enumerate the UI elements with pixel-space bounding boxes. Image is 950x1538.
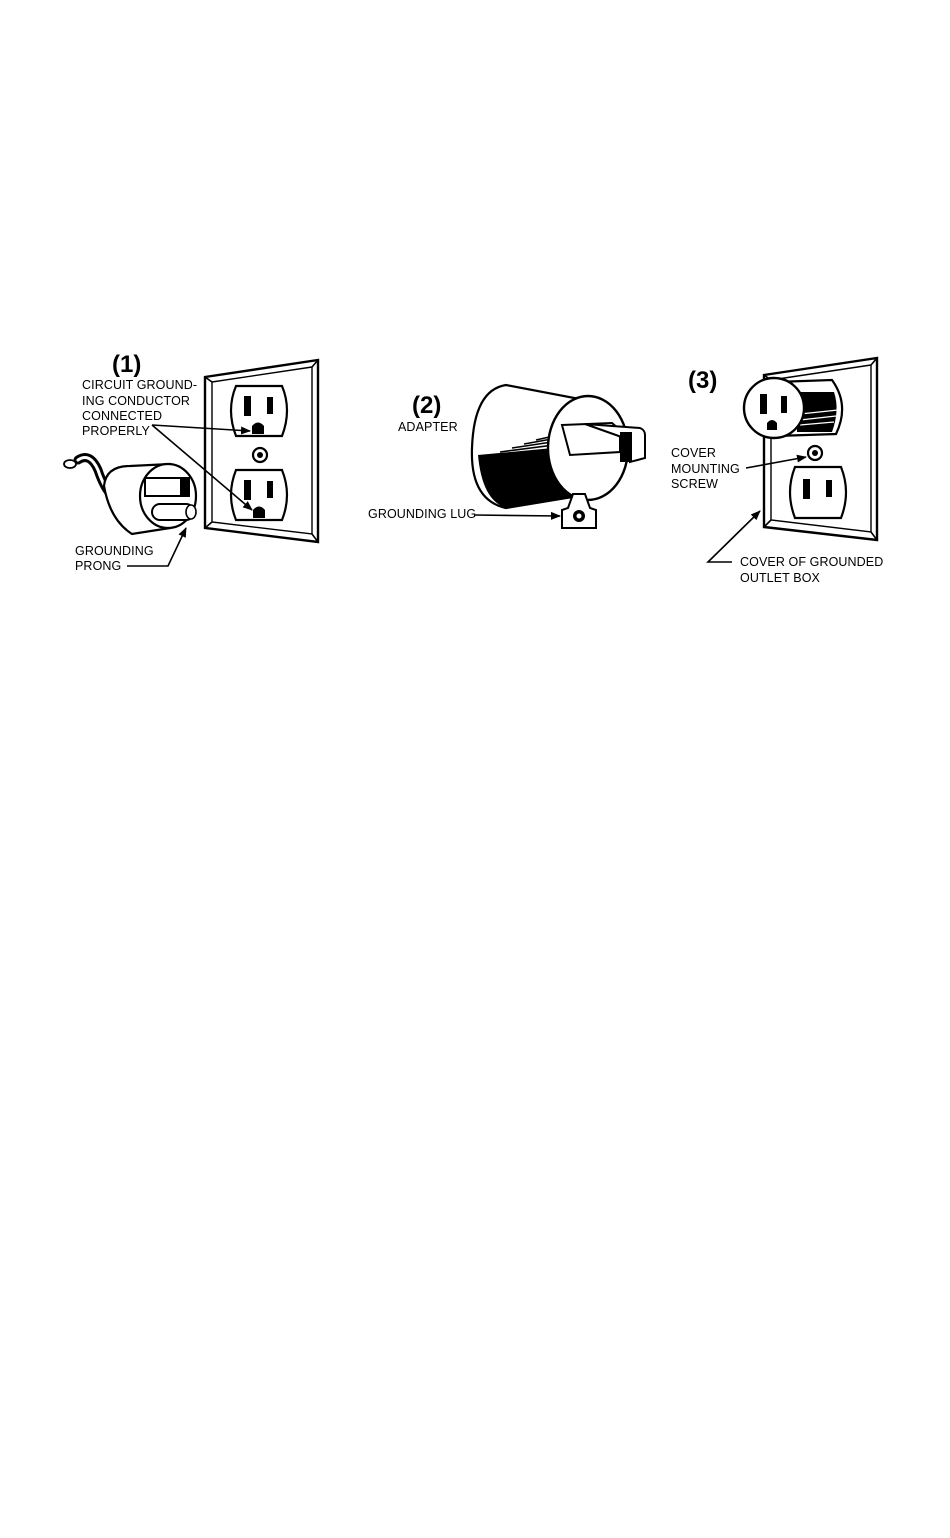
callout-prong-line-2: PRONG [75,559,121,573]
callout-conductor-line-3: CONNECTED [82,409,162,423]
adapter-label: ADAPTER [398,420,458,434]
receptacle-3-bottom [790,467,846,518]
callout-conductor-line-1: CIRCUIT GROUND- [82,378,197,392]
figure-2-number: (2) [412,392,441,419]
callout-conductor-line-2: ING CONDUCTOR [82,394,190,408]
callout-cover-line-1: COVER OF GROUNDED [740,555,883,569]
callout-screw-line-2: MOUNTING [671,462,740,476]
grounding-lug-label: GROUNDING LUG [368,507,476,521]
three-prong-plug [64,458,196,534]
receptacle-1-top [231,386,287,436]
receptacle-1-bottom [231,470,287,520]
figure-3-grounded-box: (3) [671,358,883,585]
adapter-body [472,385,645,528]
adapter-in-outlet [744,378,842,438]
cover-screw-1 [253,448,267,462]
figure-3-number: (3) [688,367,717,394]
callout-prong: GROUNDING PRONG [75,528,186,573]
callout-prong-line-1: GROUNDING [75,544,154,558]
cover-screw-3 [808,446,822,460]
callout-conductor-line-4: PROPERLY [82,424,151,438]
callout-cover-line-2: OUTLET BOX [740,571,821,585]
callout-lug: GROUNDING LUG [368,507,560,521]
callout-screw-line-3: SCREW [671,477,718,491]
figure-1-number: (1) [112,351,141,378]
figure-2-adapter: (2) ADAPTER GROUNDING LUG [368,385,645,528]
callout-screw-line-1: COVER [671,446,716,460]
figure-1-grounded-outlet: (1) [64,351,318,573]
